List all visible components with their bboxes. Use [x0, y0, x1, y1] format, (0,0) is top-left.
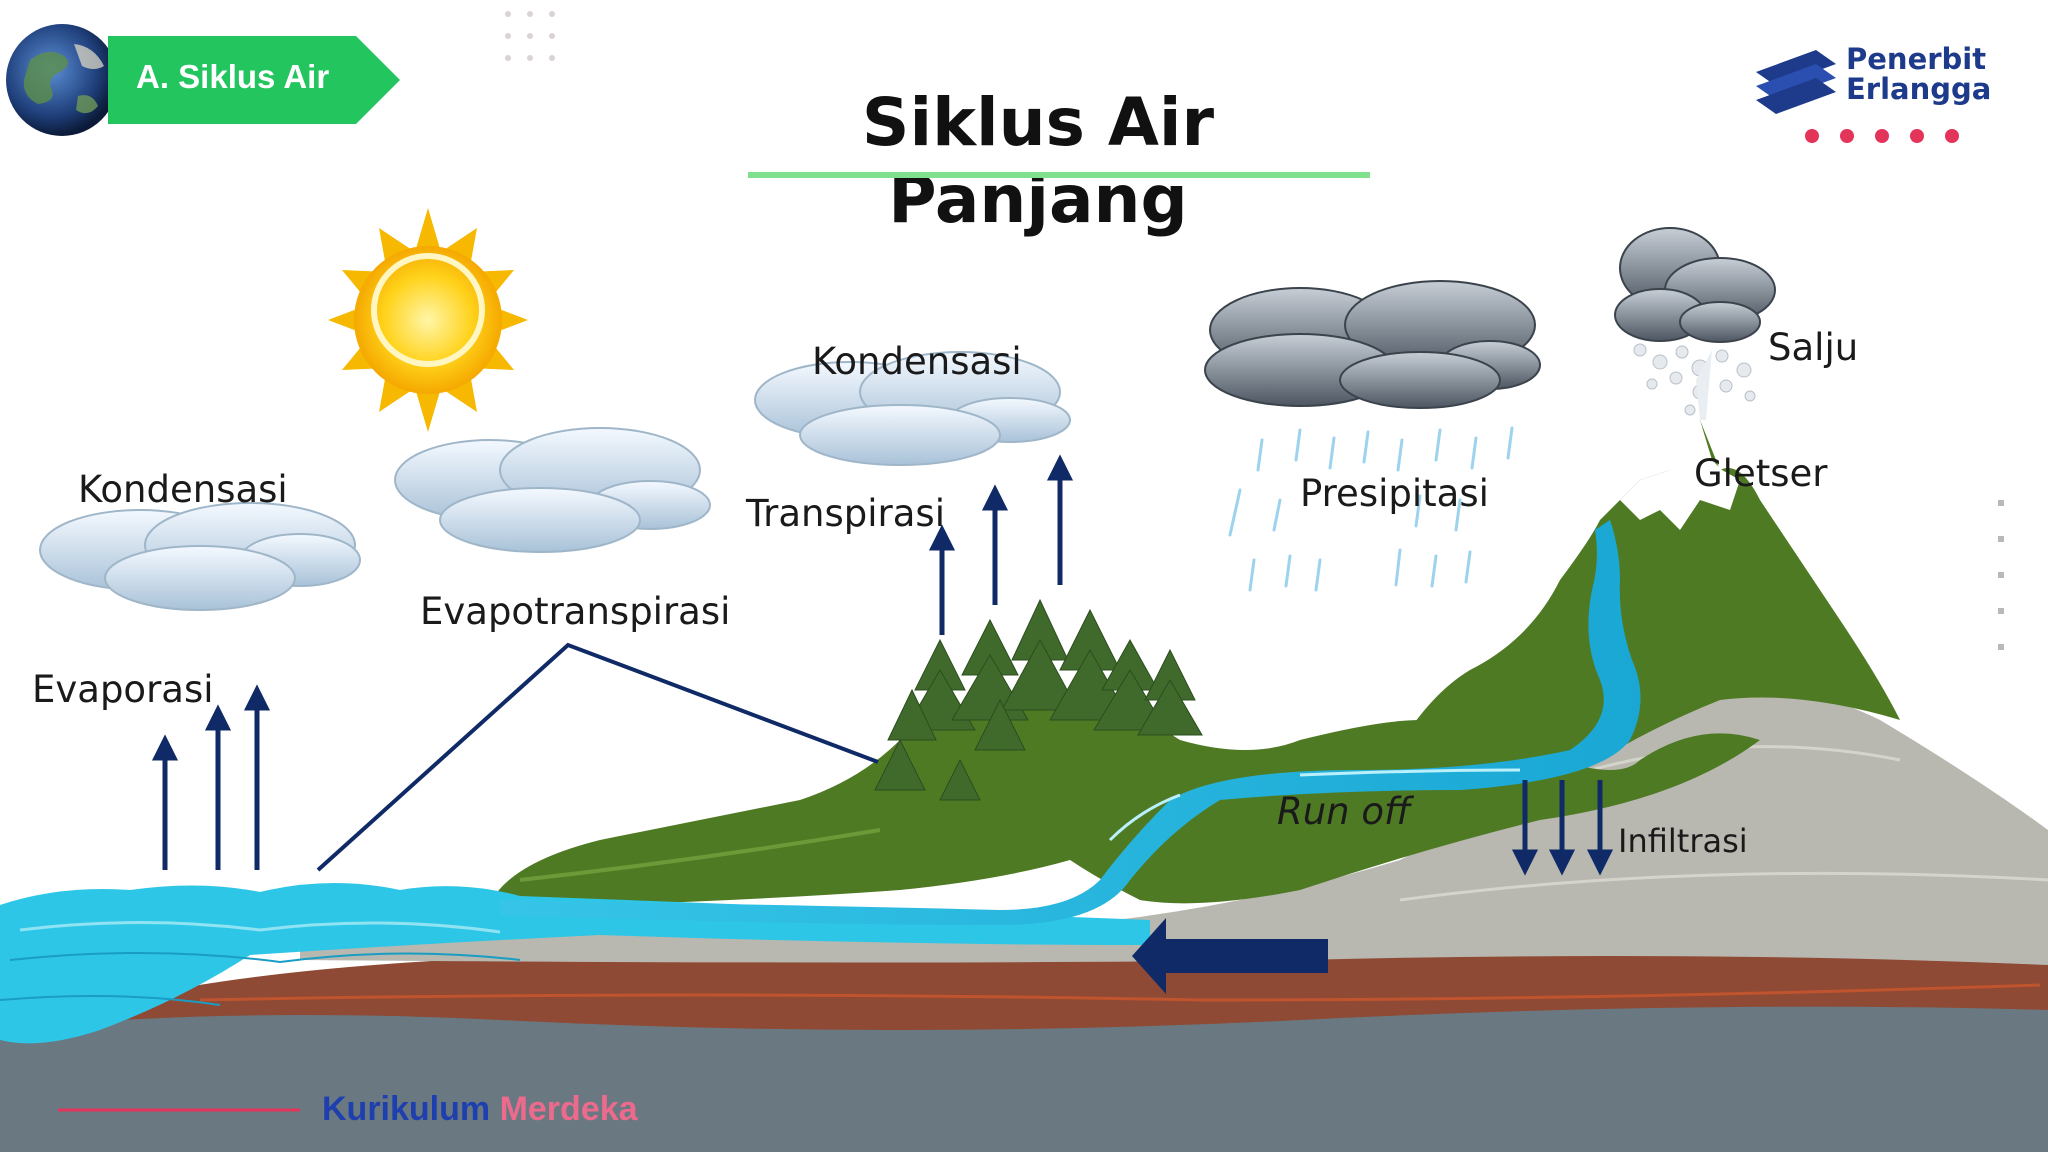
snowflakes	[1633, 343, 1756, 416]
groundwater-flow-arrow	[1132, 918, 1328, 994]
label-evaporasi: Evaporasi	[32, 668, 214, 711]
earth-globe-icon	[6, 24, 118, 136]
cloud-center-icon	[754, 351, 1071, 466]
page-title: Siklus Air Panjang	[861, 84, 1215, 238]
title-underline	[748, 172, 1370, 178]
transpiration-arrows	[928, 454, 1074, 635]
cloud-middle-icon	[394, 427, 711, 553]
label-presipitasi: Presipitasi	[1300, 472, 1489, 515]
evaporation-arrows	[151, 684, 271, 870]
bedrock-layer	[0, 990, 2048, 1152]
cloud-left-icon	[39, 502, 361, 611]
decorative-dots	[505, 11, 555, 61]
forest-trees	[874, 598, 1203, 801]
section-badge-label: A. Siklus Air	[136, 58, 330, 95]
footer-brand-part2: Merdeka	[499, 1090, 638, 1128]
rain-drops	[1228, 426, 1514, 592]
infiltration-arrows	[1511, 780, 1614, 876]
sun-icon	[328, 208, 528, 432]
label-run-off: Run off	[1277, 790, 1411, 833]
river	[500, 520, 1641, 925]
snow-cloud-icon	[1614, 227, 1776, 343]
mountain	[1380, 350, 1900, 830]
decorative-dots-right	[1998, 500, 2004, 650]
publisher-dots	[1805, 129, 1959, 143]
soil-layer	[120, 940, 2048, 1030]
label-evapotranspirasi: Evapotranspirasi	[420, 590, 731, 633]
publisher-logo-icon	[1756, 50, 1836, 114]
label-gletser: Gletser	[1694, 452, 1828, 495]
label-transpirasi: Transpirasi	[746, 492, 945, 535]
evapotranspiration-pointer	[316, 642, 879, 872]
footer-brand: Kurikulum Merdeka	[322, 1090, 638, 1129]
section-badge	[108, 36, 400, 124]
publisher-name: Penerbit Erlangga	[1846, 44, 1991, 104]
land-hill	[495, 700, 1760, 905]
label-kondensasi-center: Kondensasi	[812, 340, 1022, 383]
label-kondensasi-left: Kondensasi	[78, 468, 288, 511]
rain-cloud-icon	[1204, 280, 1541, 409]
label-salju: Salju	[1768, 326, 1859, 369]
footer-brand-part1: Kurikulum	[322, 1090, 491, 1128]
label-infiltrasi: Infiltrasi	[1618, 822, 1748, 860]
publisher-line2: Erlangga	[1846, 72, 1992, 106]
publisher-line1: Penerbit	[1846, 42, 1987, 76]
